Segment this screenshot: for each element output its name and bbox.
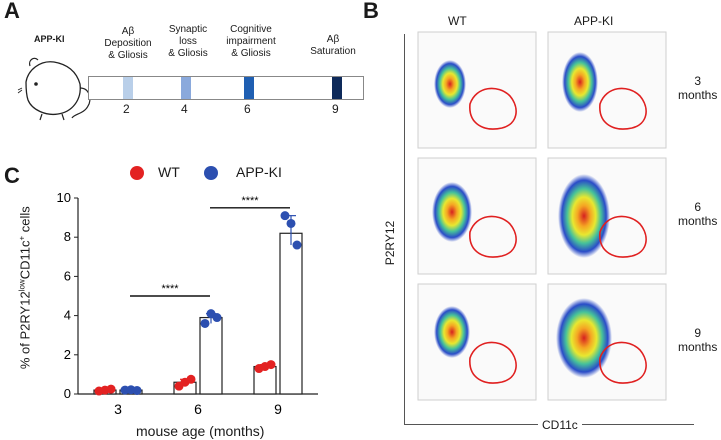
mouse-label: APP-KI: [34, 34, 65, 44]
y-tick-label: 10: [57, 190, 71, 205]
point-app-ki: [200, 318, 210, 328]
y-tick-label: 2: [64, 347, 71, 362]
y-tick-label: 8: [64, 229, 71, 244]
panel-letter-c: C: [4, 163, 20, 188]
panel-c: WT APP-KI % of P2RY12lowCD11c+ cells 0 2 4…: [0, 160, 370, 440]
point-app-ki: [132, 385, 142, 395]
x-tick-label: 3: [114, 401, 122, 417]
flow-plot-app-ki-6: [547, 157, 667, 275]
event-label-2: Synaptic loss & Gliosis: [168, 24, 208, 59]
point-app-ki: [212, 313, 222, 323]
event-label-4: Aβ Saturation: [310, 34, 356, 57]
event-label-3: Cognitive impairment & Gliosis: [226, 24, 276, 59]
y-axis-label: P2RY12: [383, 220, 398, 266]
panel-a: APP-KI Aβ Deposition & Gliosis Synaptic …: [0, 0, 370, 160]
legend: WT APP-KI: [126, 164, 326, 184]
panel-b: WT APP-KI P2RY12 CD11c 3 months 6 months…: [380, 0, 721, 440]
column-header-app-ki: APP-KI: [574, 14, 614, 28]
bar-chart: 0 2 4 6 8 10 3 6 9 **** ****: [57, 190, 318, 417]
flow-plot-wt-9: [417, 283, 537, 401]
legend-app-ki-marker: [204, 166, 218, 180]
timeline-bar: [88, 76, 364, 100]
point-app-ki: [280, 211, 290, 221]
ylabel-post: cells: [17, 206, 33, 236]
event-label-1: Aβ Deposition & Gliosis: [104, 26, 152, 61]
y-tick-label: 0: [64, 386, 71, 401]
flow-plot-wt-6: [417, 157, 537, 275]
point-app-ki: [292, 240, 302, 250]
flow-plots: [417, 31, 667, 401]
flow-plot-wt-3: [417, 31, 537, 149]
point-wt: [106, 384, 116, 394]
x-tick-label: 6: [194, 401, 202, 417]
timeline-mark-2: [123, 77, 133, 99]
panel-letter-b: B: [363, 0, 379, 23]
row-label-6: 6 months: [678, 200, 718, 228]
month-4: 4: [181, 102, 188, 116]
month-6: 6: [244, 102, 251, 116]
flow-plot-app-ki-3: [547, 31, 667, 149]
x-axis-label: CD11c: [538, 418, 582, 432]
significance-label: ****: [241, 195, 259, 207]
ylabel-sup1: low: [17, 279, 27, 292]
timeline-mark-9: [332, 77, 342, 99]
row-label-9: 9 months: [678, 326, 718, 354]
month-9: 9: [332, 102, 339, 116]
flow-plot-app-ki-9: [547, 283, 667, 401]
y-tick-label: 4: [64, 308, 71, 323]
point-wt: [186, 374, 196, 384]
month-2: 2: [123, 102, 130, 116]
bar-app-ki-9: [279, 232, 303, 395]
legend-app-ki-label: APP-KI: [236, 164, 282, 180]
column-header-wt: WT: [448, 14, 467, 28]
point-wt: [266, 360, 276, 370]
row-label-3: 3 months: [678, 74, 718, 102]
ylabel-pre: % of P2RY12: [17, 291, 33, 370]
y-axis-line: [404, 34, 405, 424]
bar-app-ki-6: [199, 316, 223, 395]
legend-wt-marker: [130, 166, 144, 180]
timeline-mark-6: [244, 77, 254, 99]
significance-label: ****: [161, 283, 179, 295]
panel-letter-a: A: [4, 0, 20, 23]
ylabel-sup2: +: [17, 235, 27, 241]
ylabel-mid: CD11c: [17, 240, 33, 280]
timeline-mark-4: [181, 77, 191, 99]
mouse-illustration: [17, 57, 91, 121]
y-tick-label: 6: [64, 268, 71, 283]
y-axis-title: % of P2RY12lowCD11c+ cells: [17, 193, 32, 383]
x-tick-label: 9: [274, 401, 282, 417]
point-app-ki: [286, 218, 296, 228]
x-axis-title: mouse age (months): [136, 423, 265, 439]
legend-wt-label: WT: [158, 164, 180, 180]
